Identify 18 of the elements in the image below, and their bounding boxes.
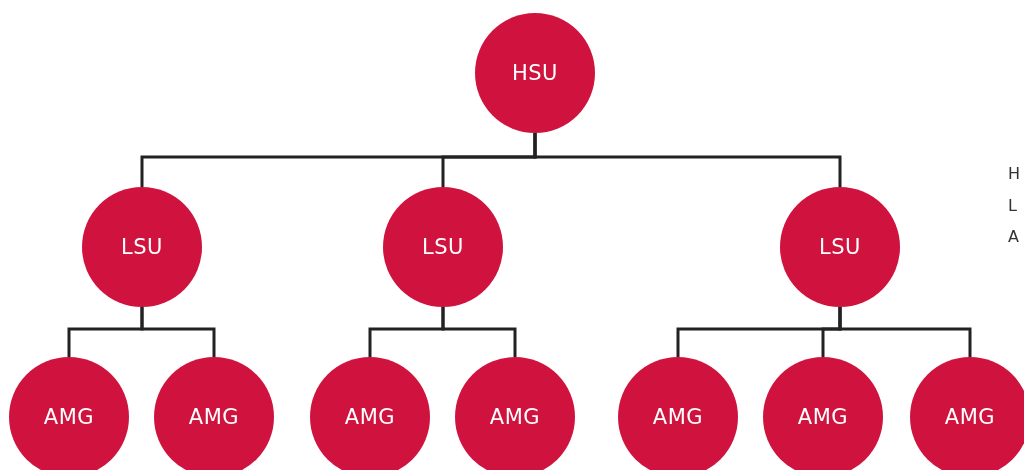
node-label: LSU bbox=[121, 235, 163, 259]
connector-line bbox=[140, 307, 216, 357]
connector-line bbox=[838, 307, 972, 357]
node-label: AMG bbox=[43, 405, 95, 429]
node-label: AMG bbox=[652, 405, 704, 429]
side-text: H bbox=[1008, 164, 1021, 184]
node-label: AMG bbox=[797, 405, 849, 429]
connector-line bbox=[533, 133, 842, 187]
node-label: AMG bbox=[489, 405, 541, 429]
connector-line bbox=[441, 307, 517, 357]
node-label: LSU bbox=[819, 235, 861, 259]
node-label: HSU bbox=[512, 61, 558, 85]
node-label: AMG bbox=[344, 405, 396, 429]
side-text: A bbox=[1008, 227, 1019, 247]
node-label: AMG bbox=[944, 405, 996, 429]
node-label: AMG bbox=[188, 405, 240, 429]
side-text: L bbox=[1008, 195, 1017, 216]
node-label: LSU bbox=[422, 235, 464, 259]
